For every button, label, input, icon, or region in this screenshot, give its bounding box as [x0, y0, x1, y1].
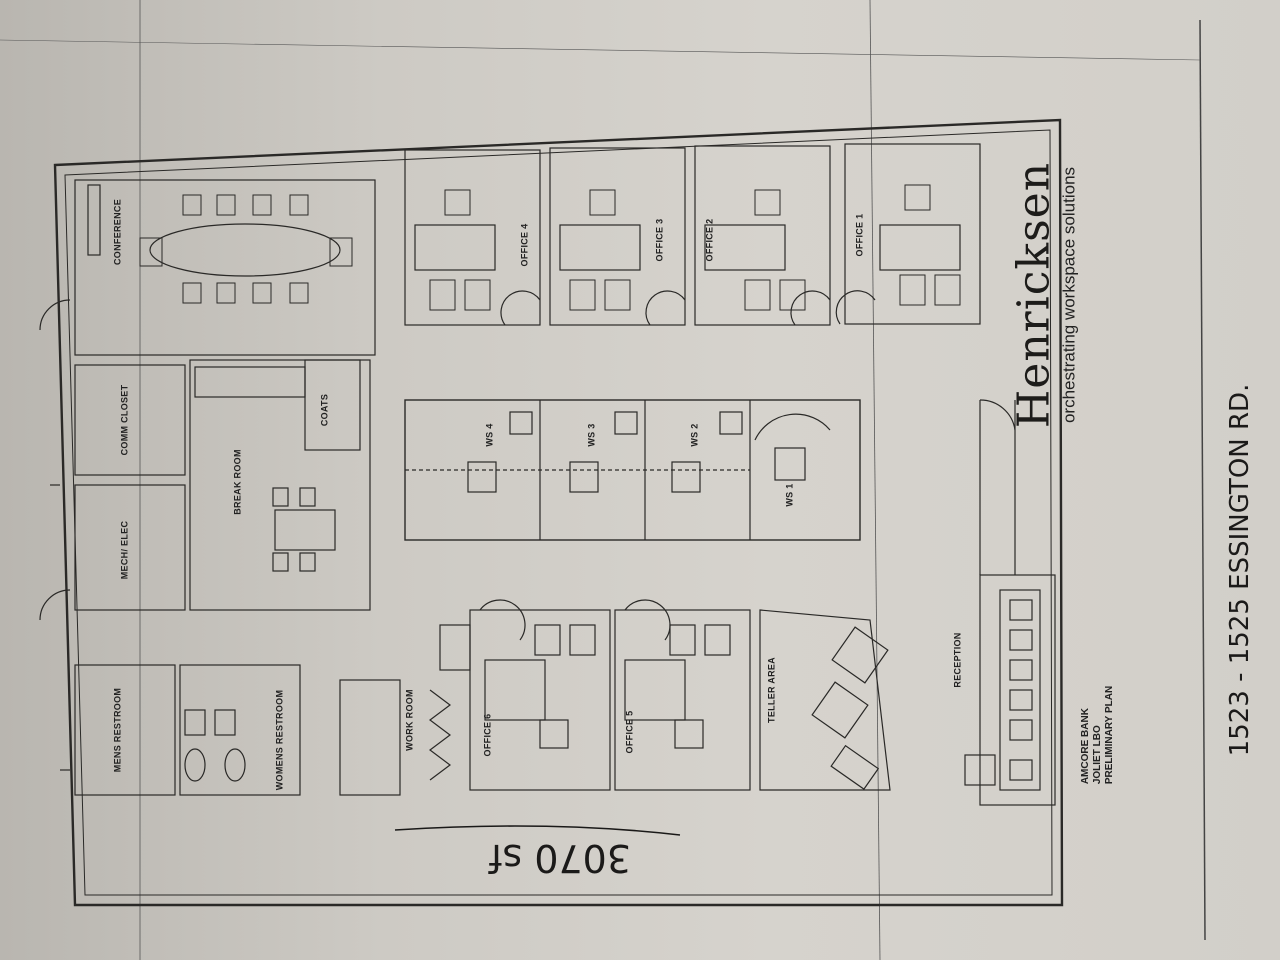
label-ws-1: WS 1 — [784, 483, 795, 507]
label-ws-4: WS 4 — [484, 423, 495, 447]
label-mech-elec: MECH/ ELEC — [119, 520, 130, 580]
project-info: AMCORE BANK JOLIET LBO PRELIMINARY PLAN — [1080, 686, 1116, 784]
coats-closet — [304, 359, 361, 451]
label-office-3: OFFICE 3 — [654, 218, 665, 262]
comm-closet — [74, 364, 186, 476]
conference-room — [74, 179, 376, 356]
workstations — [404, 399, 861, 541]
project-line-2: JOLIET LBO — [1092, 725, 1103, 785]
label-break-room: BREAK ROOM — [232, 449, 243, 515]
brand-tagline: orchestrating workspace solutions — [1059, 166, 1079, 424]
label-ws-2: WS 2 — [689, 423, 700, 447]
label-reception: RECEPTION — [952, 632, 963, 688]
building-outline — [53, 118, 1064, 907]
label-mens-restroom: MENS RESTROOM — [112, 687, 123, 773]
label-office-1: OFFICE 1 — [854, 213, 865, 257]
restrooms — [74, 664, 301, 796]
label-work-room: WORK ROOM — [404, 689, 415, 751]
offices-1-4 — [404, 143, 981, 326]
project-line-1: AMCORE BANK — [1080, 708, 1091, 785]
label-conference: CONFERENCE — [112, 198, 123, 266]
label-office-2: OFFICE 2 — [704, 218, 715, 262]
label-office-4: OFFICE 4 — [519, 223, 530, 267]
break-room — [189, 359, 371, 611]
offices-5-6-teller — [469, 599, 891, 791]
mech-elec-room — [74, 484, 186, 611]
label-coats: COATS — [319, 393, 330, 427]
reception-area — [964, 399, 1056, 806]
exterior-doors — [39, 299, 71, 771]
handwritten-address: 1523 - 1525 ESSINGTON RD. — [1225, 383, 1255, 757]
label-teller-area: TELLER AREA — [766, 657, 777, 723]
label-womens-restroom: WOMENS RESTROOM — [274, 689, 285, 791]
label-ws-3: WS 3 — [586, 423, 597, 447]
label-office-5: OFFICE 5 — [624, 710, 635, 754]
project-line-3: PRELIMINARY PLAN — [1104, 685, 1115, 785]
brand-name: Henricksen — [1008, 161, 1060, 429]
label-comm-closet: COMM CLOSET — [119, 384, 130, 456]
label-office-6: OFFICE 6 — [482, 713, 493, 757]
handwritten-area: 3070 sf — [489, 836, 631, 880]
